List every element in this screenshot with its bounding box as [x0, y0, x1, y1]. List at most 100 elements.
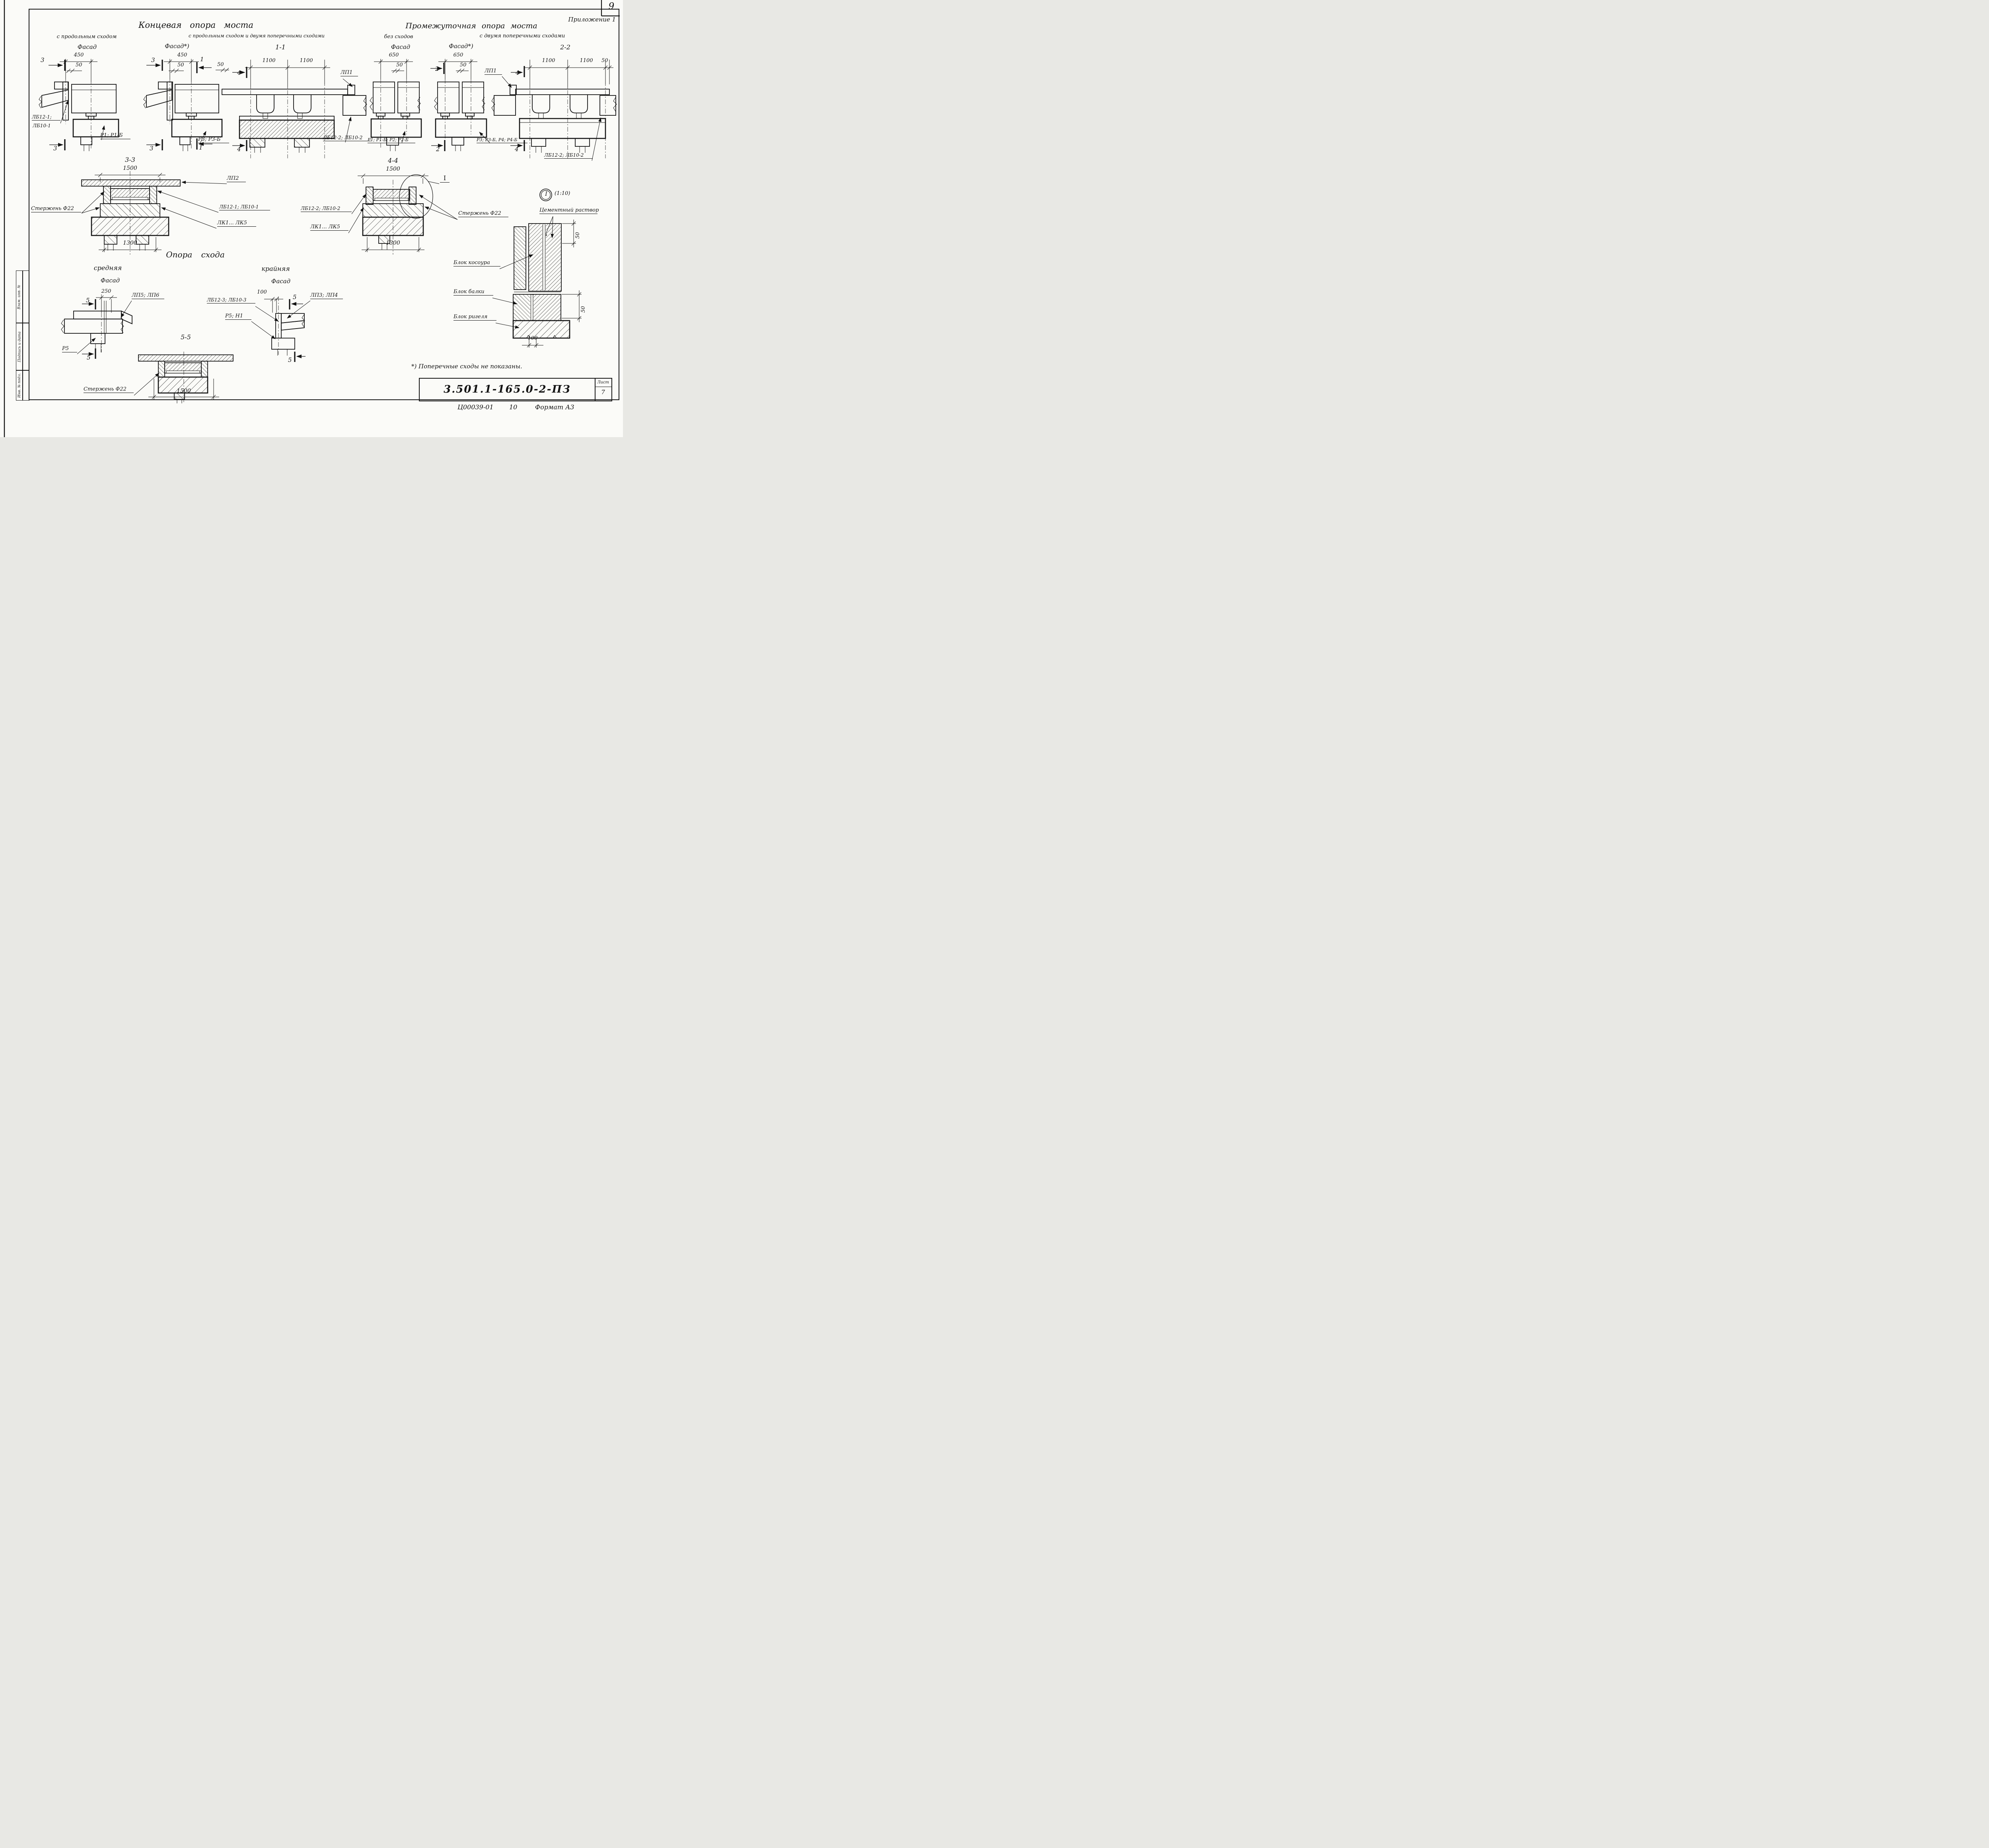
dim-650-d4: 650 — [389, 52, 399, 58]
dim-50-d1: 50 — [76, 62, 82, 68]
facade-label-middle: Фасад — [100, 277, 120, 284]
facade-label-4: Фасад*) — [449, 43, 473, 50]
stamp-cell-inv: Инв. № подл. — [16, 370, 23, 401]
section-title-2-2: 2-2 — [560, 43, 570, 51]
section-mark-5-bottom-middle: 5 — [87, 354, 91, 361]
subtitle-long-and-two-transverse: с продольным сходом и двумя поперечными … — [188, 33, 325, 39]
section-mark-5-top-edge: 5 — [293, 294, 297, 301]
dim-450-d1: 450 — [74, 52, 84, 58]
label-lb12-1: ЛБ12-1; — [32, 115, 60, 121]
label-block-balka: Блок балки — [453, 289, 493, 296]
section-title-4-4: 4-4 — [388, 157, 398, 164]
footer-number: 10 — [509, 403, 518, 411]
dim-250-middle: 250 — [101, 288, 111, 294]
label-p5-n1: Р5; Н1 — [225, 313, 251, 320]
section-mark-1-top-d2: 1 — [200, 56, 204, 63]
dim-1300-s44: 1300 — [386, 240, 400, 246]
dim-1300-s33: 1300 — [123, 240, 137, 246]
dim-50-d3: 50 — [217, 62, 224, 68]
label-lp5-lp6: ЛП5; ЛП6 — [132, 293, 164, 299]
stamp-cell-blank-3 — [22, 370, 29, 401]
label-lb-s33: ЛБ12-1; ЛБ10-1 — [219, 204, 270, 210]
dim-1100-d3a: 1100 — [262, 58, 276, 64]
section-mark-5-bottom-edge: 5 — [288, 356, 292, 364]
dim-50-detail-top: 50 — [575, 232, 581, 239]
label-rod-s55: Стержень Ф22 — [84, 387, 134, 393]
stamp-cell-podpis: Подпись и дата — [16, 323, 23, 371]
label-p3-p3b: Р3; Р3-Б — [198, 137, 229, 143]
title-end-support: Концевая опора моста — [138, 20, 253, 30]
appendix-label: Приложение 1 — [568, 16, 616, 23]
label-lp2-s33: ЛП2 — [227, 176, 246, 182]
section-mark-4-bottom-d3: 4 — [237, 146, 241, 153]
facade-label-edge: Фасад — [271, 278, 291, 285]
title-block-sheet-number: 7 — [601, 389, 605, 396]
section-mark-3-bottom: 3 — [53, 145, 57, 152]
section-mark-5-top-middle: 5 — [86, 297, 90, 304]
section-mark-3-top: 3 — [41, 56, 45, 64]
stamp-podpis-label: Подпись и дата — [18, 331, 21, 362]
title-ramp-support: Опора схода — [166, 250, 225, 259]
stamp-cell-blank-1 — [22, 270, 29, 323]
detail-mark-I: I — [440, 174, 450, 183]
label-lp3-lp4: ЛП3; ЛП4 — [310, 293, 343, 299]
label-cement-mortar: Цементный раствор — [539, 207, 599, 214]
footnote: *) Поперечные сходы не показаны. — [411, 363, 522, 370]
label-block-kosour: Блок косоура — [453, 260, 500, 267]
label-lk-s33: ЛК1... ЛК5 — [217, 220, 256, 227]
dim-100-detail: 100 — [527, 335, 538, 341]
stamp-inv-label: Инв. № подл. — [18, 373, 21, 398]
dim-50-detail-mid: 50 — [580, 306, 586, 313]
facade-label-1: Фасад — [77, 43, 97, 51]
stamp-vzam-label: Взам. инв. № — [18, 284, 21, 309]
footer-code: Ц00039-01 — [457, 403, 494, 411]
label-middle: средняя — [93, 264, 122, 272]
label-lb12-2-d6: ЛБ12-2; ЛБ10-2 — [544, 153, 593, 159]
label-lb12-2-d3: ЛБ12-2; ЛБ10-2 — [323, 135, 371, 141]
dim-1100-d6a: 1100 — [542, 58, 555, 64]
label-lb-s44: ЛБ12-2; ЛБ10-2 — [301, 206, 352, 212]
dim-1500-s44: 1500 — [386, 166, 400, 172]
dim-50-d6: 50 — [601, 58, 608, 64]
title-block-sheet-label: Лист — [595, 379, 611, 387]
dim-1100-d6b: 1100 — [580, 58, 593, 64]
section-mark-1-bottom-d2: 1 — [199, 144, 203, 151]
dim-450-d2: 450 — [177, 52, 187, 58]
subtitle-no-ramps: без сходов — [384, 34, 413, 40]
label-lp1-d6: ЛП1 — [485, 68, 502, 75]
label-rod-s33: Стержень Ф22 — [31, 206, 81, 212]
label-rod-s44: Стержень Ф22 — [458, 211, 508, 217]
section-mark-3-top-d2: 3 — [151, 56, 155, 64]
label-p1-p2-d4: Р1; Р1-Б; Р2; Р2-Б — [368, 138, 415, 143]
dim-50-d2: 50 — [177, 62, 184, 68]
subtitle-two-transverse: с двумя поперечными сходами — [479, 33, 565, 39]
section-mark-4-bottom-d6: 4 — [515, 146, 519, 153]
footer-format: Формат А3 — [535, 403, 574, 411]
section-title-1-1: 1-1 — [275, 43, 286, 51]
drawing-frame — [29, 9, 619, 400]
label-p1-p1b: Р1; Р1-Б — [100, 133, 130, 139]
detail-circle-mark: I — [545, 191, 547, 197]
stamp-cell-vzam: Взам. инв. № — [16, 270, 23, 323]
label-lp1-d3: ЛП1 — [341, 70, 358, 76]
section-mark-2-top-d5: 2 — [435, 65, 439, 72]
blueprint-sheet: Взам. инв. № Подпись и дата Инв. № подл.… — [0, 0, 623, 437]
dim-50-d5: 50 — [460, 62, 467, 68]
label-lb12-3: ЛБ12-3; ЛБ10-3 — [207, 298, 255, 303]
label-lb10-1: ЛБ10-1 — [33, 123, 51, 128]
label-p3-p4-d5: Р3; Р3-Б, Р4; Р4-Б — [477, 138, 527, 143]
label-p5: Р5 — [62, 346, 77, 352]
dim-1500-s55: 1500 — [177, 388, 191, 394]
section-title-5-5: 5-5 — [181, 333, 191, 341]
label-block-rigel: Блок ригеля — [453, 314, 496, 321]
dim-650-d5: 650 — [453, 52, 463, 58]
subtitle-longitudinal-ramp: с продольным сходом — [56, 34, 117, 40]
dim-1100-d3b: 1100 — [300, 58, 313, 64]
label-lk-s44: ЛК1... ЛК5 — [310, 224, 348, 231]
dim-50-d4: 50 — [396, 62, 403, 68]
section-mark-4-top-d6: 4 — [516, 69, 520, 76]
facade-label-3: Фасад — [391, 43, 411, 51]
title-intermediate-support: Промежуточная опора моста — [405, 21, 537, 30]
section-mark-3-bottom-d2: 3 — [150, 145, 154, 152]
section-mark-2-bottom-d5: 2 — [436, 146, 440, 153]
